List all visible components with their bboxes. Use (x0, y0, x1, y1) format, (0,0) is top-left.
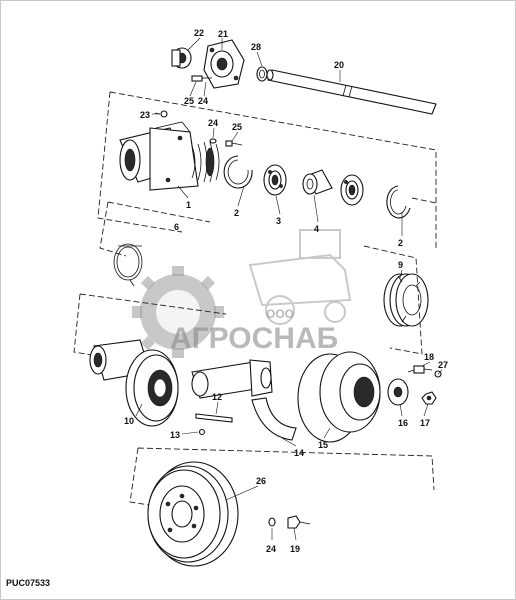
watermark-combine-harvester-icon (248, 229, 352, 325)
callout-24-housing: 24 (208, 118, 218, 128)
callout-3: 3 (276, 216, 281, 226)
part-24-washer-housing (209, 138, 217, 144)
part-2-snap-ring-right (386, 185, 411, 219)
watermark: ООО АГРОСНАБ (132, 229, 352, 358)
part-25-bolt-housing (225, 140, 243, 147)
callouts: 22 21 28 20 25 24 23 24 25 1 2 3 4 2 6 9… (124, 28, 448, 554)
part-bearing-second (340, 174, 364, 206)
callout-27: 27 (438, 360, 448, 370)
callout-12: 12 (212, 392, 222, 402)
part-14-shield (251, 397, 297, 441)
callout-17: 17 (420, 418, 430, 428)
callout-6: 6 (174, 222, 179, 232)
callout-14: 14 (294, 448, 304, 458)
callout-25-housing: 25 (232, 122, 242, 132)
watermark-gear-logo (132, 266, 224, 358)
callout-4: 4 (314, 224, 319, 234)
callout-19: 19 (290, 544, 300, 554)
part-26-double-pulley (147, 461, 239, 567)
part-2-snap-ring-left (223, 155, 253, 189)
callout-16: 16 (398, 418, 408, 428)
part-19-bolt (287, 515, 311, 529)
watermark-company: АГРОСНАБ (170, 322, 338, 355)
callout-23: 23 (140, 110, 150, 120)
callout-25-top: 25 (184, 96, 194, 106)
part-12-key (195, 413, 233, 423)
callout-2-left: 2 (234, 208, 239, 218)
watermark-prefix: ООО (266, 307, 294, 321)
part-4-spacer (302, 169, 333, 195)
group-bracket-clutch (99, 201, 211, 257)
top-assembly (171, 39, 437, 115)
callout-13: 13 (170, 430, 180, 440)
part-hub-shaft (191, 359, 273, 399)
pulley-row (89, 339, 442, 443)
group-bracket-housing-right (411, 197, 437, 204)
group-bracket-housing (97, 91, 437, 250)
part-22-bearing-cap (171, 47, 192, 69)
callout-15: 15 (318, 440, 328, 450)
callout-26: 26 (256, 476, 266, 486)
part-20-shaft (266, 69, 437, 115)
part-16-hub-disc (387, 378, 409, 406)
part-1-spring-coils (191, 141, 220, 183)
callout-22: 22 (194, 28, 204, 38)
part-24-washer-bottom (268, 517, 276, 527)
part-13-pin (198, 428, 206, 436)
callout-10: 10 (124, 416, 134, 426)
part-3-bearing (263, 164, 287, 196)
part-1-housing (119, 121, 220, 191)
housing-row (119, 110, 411, 219)
part-17-nut (421, 391, 437, 405)
callout-24-top: 24 (198, 96, 208, 106)
callout-21: 21 (218, 29, 228, 39)
leader-lines (135, 37, 443, 541)
part-25-bolt-top (191, 75, 212, 82)
group-bracket-pulley (73, 293, 227, 361)
part-15-flanged-pulley (297, 351, 381, 443)
group-bracket-clutch-right (363, 245, 423, 355)
callout-1: 1 (186, 200, 191, 210)
part-10-pulley (125, 349, 179, 427)
part-18-grease-fitting (407, 365, 433, 374)
part-9-friction-set (383, 273, 429, 327)
part-28-ring (256, 66, 268, 82)
callout-18: 18 (424, 352, 434, 362)
callout-20: 20 (334, 60, 344, 70)
callout-9: 9 (398, 260, 403, 270)
part-6-spring-clip (113, 243, 143, 287)
part-21-flange-plate (203, 39, 245, 89)
callout-28: 28 (251, 42, 261, 52)
callout-24-bottom: 24 (266, 544, 276, 554)
figure-code: PUC07533 (6, 578, 51, 588)
callout-2-right: 2 (398, 238, 403, 248)
group-bracket-lower (129, 447, 435, 507)
